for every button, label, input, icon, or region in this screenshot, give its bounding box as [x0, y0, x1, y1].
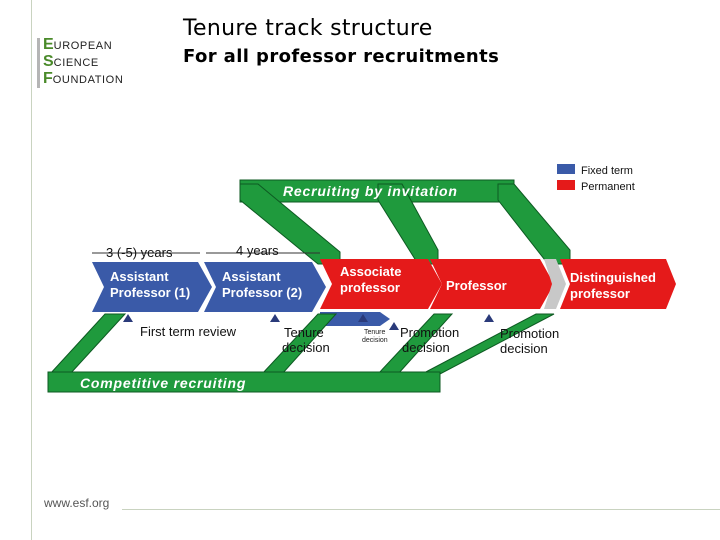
esf-logo: EUROPEAN SCIENCE FOUNDATION [37, 36, 141, 88]
logo-bar [37, 38, 40, 88]
decision-first-review-label: First term review [140, 324, 237, 339]
invitation-arrow-distinguished [497, 183, 571, 265]
stage-distinguished [560, 259, 676, 309]
marker-promotion-2 [484, 314, 494, 322]
marker-tenure-small [358, 314, 368, 322]
duration-label-2: 4 years [236, 243, 279, 258]
decision-small-line2: decision [362, 337, 388, 344]
competitive-band-label: Competitive recruiting [80, 375, 246, 391]
decision-promotion-2-line1: Promotion [500, 326, 559, 341]
sidebar-divider [31, 0, 32, 540]
stage-associate [320, 259, 442, 309]
legend-fixed-swatch [557, 164, 575, 174]
stage-distinguished-line2: professor [570, 286, 630, 301]
stage-assistant-1 [92, 262, 212, 312]
stage-separator [544, 259, 566, 309]
invitation-band [239, 179, 571, 265]
decision-promotion-2-line2: decision [500, 341, 548, 356]
legend-permanent-swatch [557, 180, 575, 190]
stage-professor [430, 259, 554, 309]
stage-assistant-1-line1: Assistant [110, 269, 169, 284]
marker-tenure [270, 314, 280, 322]
stage-assistant-2-line2: Professor (2) [222, 285, 302, 300]
stage-assistant-2-line1: Assistant [222, 269, 281, 284]
page-title: Tenure track structure [183, 16, 433, 41]
logo-line-foundation: FOUNDATION [43, 70, 124, 87]
associate-fixed-segment [320, 312, 390, 326]
stage-distinguished-line1: Distinguished [570, 270, 656, 285]
decision-tenure-line2: decision [282, 340, 330, 355]
competitive-arrow-assistant [48, 313, 127, 375]
stage-assistant-1-line2: Professor (1) [110, 285, 190, 300]
stage-associate-line1: Associate [340, 264, 401, 279]
page-subtitle: For all professor recruitments [183, 46, 500, 67]
duration-label-1: 3 (-5) years [106, 245, 173, 260]
competitive-band [47, 313, 555, 393]
stage-chain: Assistant Professor (1) Assistant Profes… [92, 259, 676, 312]
marker-promotion-1 [389, 322, 399, 330]
stage-assistant-2 [204, 262, 326, 312]
decision-promotion-1-line1: Promotion [400, 325, 459, 340]
legend-fixed-label: Fixed term [581, 165, 633, 177]
legend-permanent-label: Permanent [581, 181, 635, 193]
footer-url: www.esf.org [44, 496, 110, 510]
competitive-band-bar [47, 371, 441, 393]
invitation-band-label: Recruiting by invitation [283, 183, 458, 199]
decision-small-line1: Tenure [364, 329, 386, 336]
decision-tenure-line1: Tenure [284, 325, 324, 340]
decision-promotion-1-line2: decision [402, 340, 450, 355]
stage-associate-line2: professor [340, 280, 400, 295]
logo-line-european: EUROPEAN [43, 36, 113, 53]
logo-line-science: SCIENCE [43, 53, 99, 70]
stage-professor-line1: Professor [446, 278, 507, 293]
marker-first-review [123, 314, 133, 322]
footer-divider [122, 509, 720, 510]
